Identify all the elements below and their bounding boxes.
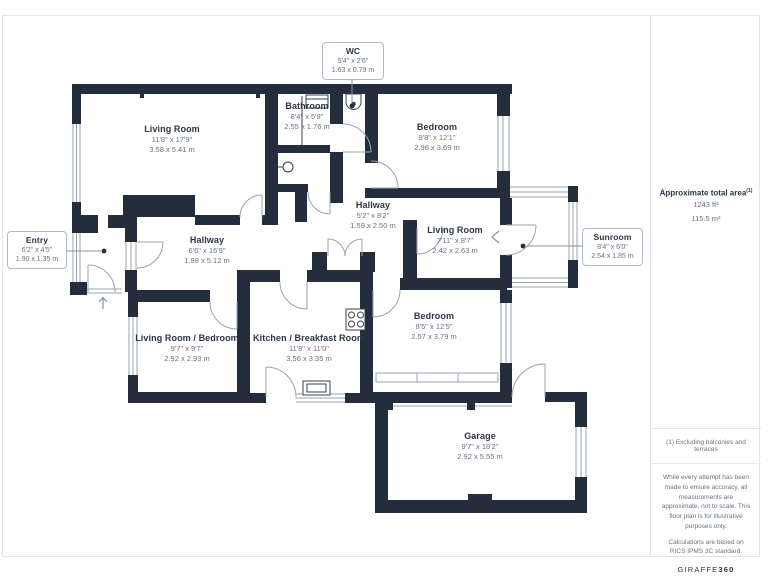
total-area-m: 115.5 m² (691, 213, 721, 223)
doors-layer (87, 123, 546, 398)
total-area-ft: 1243 ft² (693, 199, 719, 209)
sidebar-notes: (1) Excluding balconies and terraces Whi… (651, 428, 761, 574)
hob-icon (345, 308, 366, 331)
wardrobe (375, 372, 499, 383)
area-footnote: (1) Excluding balconies and terraces (651, 428, 761, 464)
opening-arrow-icon (491, 230, 500, 244)
fixtures-layer (98, 93, 500, 396)
total-area-title: Approximate total area(1) (659, 188, 753, 198)
windows-layer (72, 116, 587, 477)
giraffe360-logo: GIRAFFE360 (677, 565, 735, 574)
entrance-arrow-icon (98, 296, 108, 309)
standard-text: Calculations are based on RICS IPMS 3C s… (668, 538, 744, 556)
kitchen-sink-icon (302, 380, 331, 396)
bathroom-sink-icon (305, 94, 329, 109)
info-sidebar: Approximate total area(1) 1243 ft² 115.5… (650, 16, 761, 574)
entry-callout: Entry 6'2" x 4'5" 1.90 x 1.35 m (7, 231, 67, 269)
basin-icon (278, 161, 294, 173)
leader-lines (67, 79, 582, 254)
sunroom-callout: Sunroom 8'4" x 6'0" 2.54 x 1.85 m (582, 228, 643, 266)
walls-layer (70, 84, 587, 513)
wc-callout: WC 5'4" x 2'6" 1.63 x 0.79 m (322, 42, 384, 80)
disclaimer-text: While every attempt has been made to ens… (661, 474, 751, 530)
